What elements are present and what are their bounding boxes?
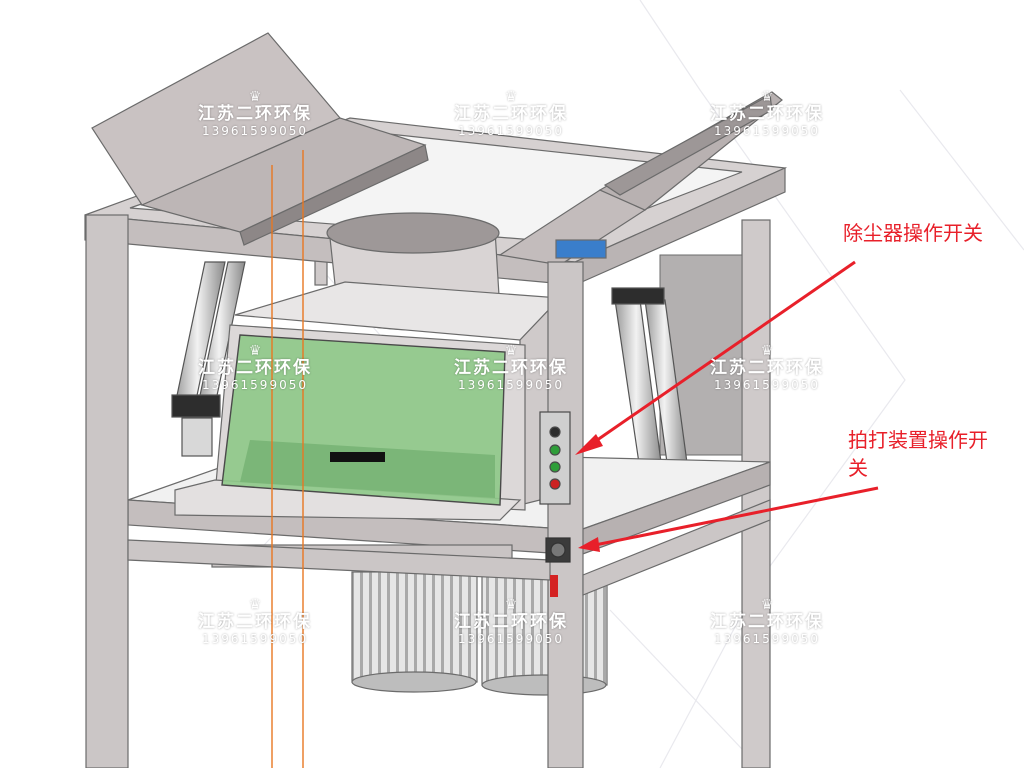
left-flap — [91, 32, 429, 246]
beater-valve — [545, 537, 571, 597]
control-panel — [539, 411, 571, 505]
dust-collector-switch-label: 除尘器操作开关 — [843, 221, 983, 245]
beater-switch-label-line2: 关 — [848, 456, 868, 480]
reference-lines — [271, 150, 304, 768]
callout-arrows — [575, 260, 879, 552]
beater-switch-label-line1: 拍打装置操作开 — [848, 428, 988, 452]
front-frame — [85, 214, 771, 768]
left-cylinder — [171, 261, 246, 457]
viewing-window — [221, 334, 506, 506]
right-flap — [498, 91, 783, 266]
